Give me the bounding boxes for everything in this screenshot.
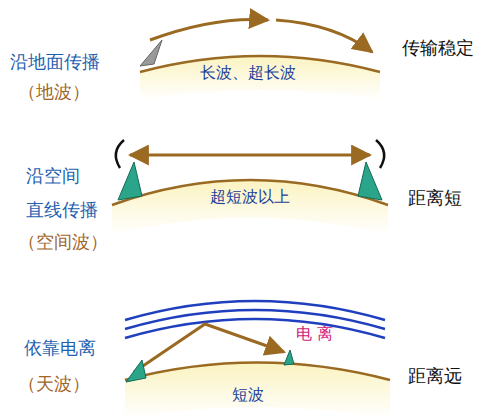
method-label: 沿空间 bbox=[26, 166, 80, 187]
property-label: 距离远 bbox=[408, 366, 462, 387]
earth-surface bbox=[125, 363, 390, 381]
antenna bbox=[140, 40, 162, 66]
earth-band bbox=[112, 180, 388, 235]
antenna-reflector bbox=[376, 140, 384, 168]
ground-wave-arrow bbox=[276, 20, 372, 52]
antenna bbox=[126, 360, 146, 382]
band-label: 长波、超长波 bbox=[200, 64, 296, 82]
wave-type-label: （天波） bbox=[18, 374, 90, 395]
antenna bbox=[118, 162, 142, 200]
method-label: 沿地面传播 bbox=[10, 52, 100, 73]
wave-type-label: （地波） bbox=[18, 82, 90, 103]
antenna-reflector bbox=[116, 140, 124, 168]
property-label: 传输稳定 bbox=[402, 38, 474, 59]
antenna bbox=[358, 162, 382, 200]
method-label: 直线传播 bbox=[26, 200, 98, 221]
band-label: 超短波以上 bbox=[210, 188, 290, 206]
space-wave-arrow bbox=[130, 154, 370, 157]
earth-band bbox=[140, 56, 380, 100]
ionosphere-layer bbox=[125, 319, 385, 338]
antenna bbox=[284, 350, 294, 365]
ionosphere-label: 电 离 bbox=[296, 325, 333, 343]
property-label: 距离短 bbox=[408, 188, 462, 209]
method-label: 依靠电离 bbox=[24, 338, 96, 359]
ground-wave-arrow bbox=[150, 19, 268, 40]
earth-band bbox=[125, 363, 390, 419]
sky-wave-arrow bbox=[134, 324, 284, 372]
wave-type-label: （空间波） bbox=[18, 232, 108, 253]
band-label: 短波 bbox=[232, 386, 264, 404]
